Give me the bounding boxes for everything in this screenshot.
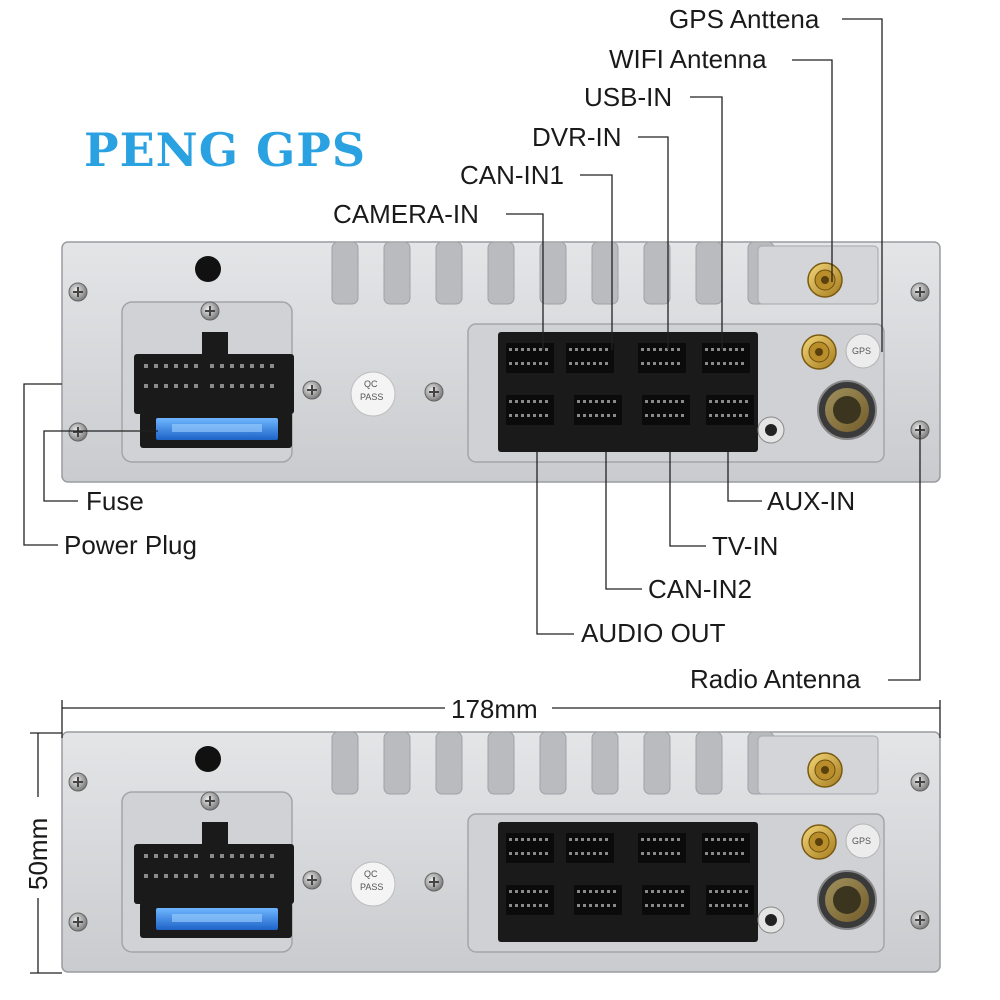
- label-aux-in: AUX-IN: [767, 486, 855, 516]
- qc-stamp-line1: QC: [364, 869, 378, 879]
- callout-camera-in: [506, 213, 544, 350]
- callout-audio-out: [536, 452, 574, 635]
- label-camera-in: CAMERA-IN: [333, 199, 479, 229]
- brand-logo: PENG GPS: [84, 123, 366, 177]
- label-power-plug: Power Plug: [64, 530, 197, 560]
- qc-stamp-line2: PASS: [360, 392, 383, 402]
- label-gps-antenna: GPS Anttena: [669, 4, 820, 34]
- label-dvr-in: DVR-IN: [532, 122, 622, 152]
- width-label: 178mm: [451, 694, 538, 724]
- gps-tag: GPS: [852, 836, 871, 846]
- callout-radio-antenna: [888, 426, 921, 681]
- callout-gps-antenna: [842, 18, 883, 352]
- gps-tag: GPS: [852, 346, 871, 356]
- callout-can-in2: [605, 452, 642, 590]
- radio-rear-panel-bottom: QC PASS GPS: [62, 732, 940, 972]
- callout-usb-in: [690, 96, 723, 350]
- callout-lines: [23, 18, 921, 681]
- label-audio-out: AUDIO OUT: [581, 618, 726, 648]
- callout-can-in1: [580, 174, 613, 350]
- label-can-in1: CAN-IN1: [460, 160, 564, 190]
- label-can-in2: CAN-IN2: [648, 574, 752, 604]
- height-label: 50mm: [23, 818, 53, 890]
- callout-aux-in: [727, 452, 762, 502]
- label-usb-in: USB-IN: [584, 82, 672, 112]
- label-radio-antenna: Radio Antenna: [690, 664, 861, 694]
- callout-fuse: [43, 430, 158, 502]
- radio-rear-panel-top: QC PASS GPS: [62, 242, 940, 482]
- label-wifi-antenna: WIFI Antenna: [609, 44, 767, 74]
- callout-power-plug: [23, 383, 62, 546]
- dimension-width: 178mm: [61, 694, 941, 738]
- callout-dvr-in: [638, 136, 669, 350]
- dimension-height: 50mm: [23, 732, 62, 974]
- qc-stamp-line1: QC: [364, 379, 378, 389]
- label-tv-in: TV-IN: [712, 531, 778, 561]
- callout-tv-in: [669, 452, 706, 547]
- qc-stamp-line2: PASS: [360, 882, 383, 892]
- callout-wifi-antenna: [792, 59, 833, 282]
- label-fuse: Fuse: [86, 486, 144, 516]
